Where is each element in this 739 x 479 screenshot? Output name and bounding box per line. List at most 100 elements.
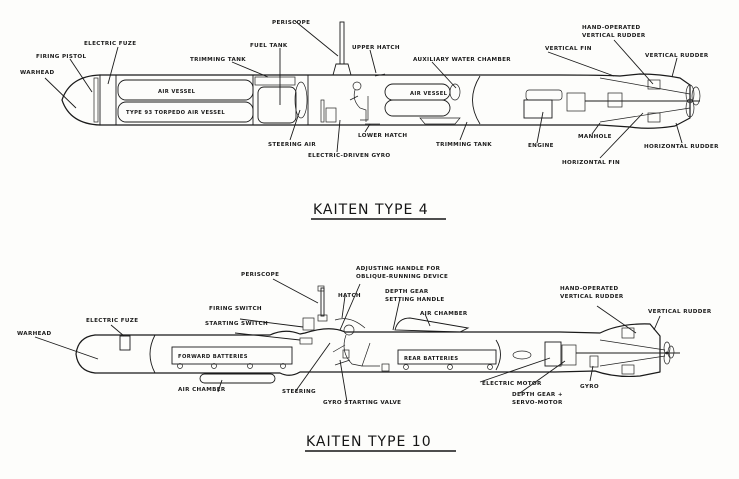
type4-label-vertical-rudder: VERTICAL RUDDER	[645, 53, 709, 59]
type4-label-lower-hatch: LOWER HATCH	[358, 133, 407, 139]
type10-firing-switch-box	[302, 317, 315, 331]
type4-engine-top	[525, 89, 563, 101]
type10-inner-label-rear-batteries: REAR BATTERIES	[404, 356, 458, 362]
type4-firing-pistol-part	[93, 77, 99, 123]
type4-gyro-housing	[325, 107, 337, 123]
type10-warhead-nose	[75, 334, 96, 374]
type10-battery-bulkhead	[495, 339, 501, 371]
type10-propeller-blade	[663, 351, 671, 365]
type4-label-trimming-tank-aft: TRIMMING TANK	[436, 142, 492, 148]
type4-inner-label-air-vessel-aft: AIR VESSEL	[410, 91, 448, 97]
type4-hull	[99, 73, 691, 129]
type4-label-firing-pistol: FIRING PISTOL	[36, 54, 86, 60]
type4-seat	[360, 96, 369, 121]
type10-battery-wheel	[247, 363, 253, 369]
type10-hull	[94, 323, 661, 378]
type4-pilot-head	[352, 81, 362, 91]
type10-leader-lines	[34, 278, 661, 403]
type4-inner-label-type93: TYPE 93 TORPEDO AIR VESSEL	[126, 110, 225, 116]
type10-label-hand-rudder-1: HAND-OPERATED	[560, 286, 618, 292]
type4-aux-water-chamber	[449, 83, 461, 101]
type10-label-warhead: WARHEAD	[17, 331, 51, 337]
type4-label-periscope: PERISCOPE	[272, 20, 310, 26]
type10-label-hand-rudder-2: VERTICAL RUDDER	[560, 294, 624, 300]
type10-pilot-head	[343, 324, 355, 336]
type4-label-electric-fuze: ELECTRIC FUZE	[84, 41, 136, 47]
type4-label-manhole: MANHOLE	[578, 134, 612, 140]
type10-pilot-body	[332, 334, 363, 367]
type4-gear-housing	[607, 92, 623, 108]
type10-label-air-chamber-lower: AIR CHAMBER	[178, 387, 226, 393]
type4-air-vessel-aft-lower	[384, 99, 451, 117]
type10-starting-switch-box	[299, 337, 313, 345]
type10-inner-label-forward-batteries: FORWARD BATTERIES	[178, 354, 248, 360]
type4-horizontal-rudder-box	[647, 112, 661, 123]
type4-periscope-base	[332, 63, 352, 76]
kaiten-type-4-drawing: AIR VESSEL TYPE 93 TORPEDO AIR VESSEL AI…	[20, 20, 719, 220]
type10-hand-rudder	[621, 327, 635, 339]
type4-steering-air-bottle	[294, 81, 308, 119]
type10-label-steering: STEERING	[282, 389, 316, 395]
type4-inner-label-air-vessel: AIR VESSEL	[158, 89, 196, 95]
type10-servo-motor	[561, 344, 577, 366]
type10-label-periscope: PERISCOPE	[241, 272, 279, 278]
type4-label-hand-rudder-2: VERTICAL RUDDER	[582, 33, 646, 39]
type10-electric-fuze-part	[119, 335, 131, 351]
type10-air-chamber-lower	[199, 373, 276, 384]
type4-trimming-tank-aft	[419, 117, 461, 125]
type4-label-fuel-tank: FUEL TANK	[250, 43, 288, 49]
type10-battery-wheel	[211, 363, 217, 369]
type10-periscope-head	[317, 285, 325, 292]
type4-label-aux-water-chamber: AUXILIARY WATER CHAMBER	[413, 57, 511, 63]
type4-title: KAITEN TYPE 4	[313, 202, 429, 218]
type4-label-horizontal-rudder: HORIZONTAL RUDDER	[644, 144, 719, 150]
type10-label-air-chamber-upper: AIR CHAMBER	[420, 311, 468, 317]
type10-small-box	[381, 363, 390, 372]
type10-propeller-blade	[663, 341, 671, 355]
kaiten-type-10-drawing: FORWARD BATTERIES REAR BATTERIES WARHEAD…	[17, 266, 712, 452]
type4-warhead-nose	[61, 74, 101, 126]
type4-air-vessel-fwd	[117, 79, 254, 101]
type4-label-electric-gyro: ELECTRIC-DRIVEN GYRO	[308, 153, 390, 159]
type10-label-depth-gear-2: SETTING HANDLE	[385, 297, 445, 303]
type4-label-horizontal-fin: HORIZONTAL FIN	[562, 160, 620, 166]
type10-label-electric-fuze: ELECTRIC FUZE	[86, 318, 138, 324]
type10-air-chamber-upper	[394, 317, 470, 333]
type4-leader-lines	[44, 20, 683, 159]
type10-battery-wheel	[403, 364, 409, 370]
type10-seat	[361, 342, 380, 367]
type4-upper-hatch	[374, 73, 386, 77]
type4-fuel-tank	[257, 86, 297, 124]
type4-type93-air-vessel	[117, 101, 254, 123]
type4-label-engine: ENGINE	[528, 143, 554, 149]
type10-electric-motor	[544, 341, 562, 367]
type10-label-adjusting-handle-2: OBLIQUE-RUNNING DEVICE	[356, 274, 448, 280]
type10-label-gyro-starting-valve: GYRO STARTING VALVE	[323, 400, 401, 406]
type4-label-steering-air: STEERING AIR	[268, 142, 316, 148]
type10-periscope	[320, 287, 325, 317]
type4-gearbox	[566, 92, 586, 112]
type10-battery-wheel	[177, 363, 183, 369]
type10-label-starting-switch: STARTING SWITCH	[205, 321, 268, 327]
type4-trimming-tank-fwd	[254, 76, 296, 86]
type10-forward-batteries	[171, 346, 293, 365]
type10-battery-wheel	[447, 364, 453, 370]
type10-label-gyro: GYRO	[580, 384, 599, 390]
type4-propeller-blade	[691, 86, 701, 106]
type10-tail-cone	[599, 339, 666, 367]
type4-label-hand-rudder-1: HAND-OPERATED	[582, 25, 640, 31]
type10-label-firing-switch: FIRING SWITCH	[209, 306, 262, 312]
type10-periscope-base	[317, 314, 328, 322]
type10-label-electric-motor: ELECTRIC MOTOR	[482, 381, 542, 387]
type10-oval-port	[512, 350, 532, 360]
type10-propeller-blade	[667, 345, 675, 359]
type4-propeller-blade	[685, 98, 695, 118]
type4-pilot-body	[349, 89, 367, 122]
type4-control-post	[320, 99, 325, 123]
type10-battery-wheel	[280, 363, 286, 369]
type10-warhead-bulkhead	[149, 334, 156, 374]
type10-gyro-unit	[589, 355, 599, 368]
type10-label-adjusting-handle-1: ADJUSTING HANDLE FOR	[356, 266, 441, 272]
type10-label-hatch: HATCH	[338, 293, 361, 299]
